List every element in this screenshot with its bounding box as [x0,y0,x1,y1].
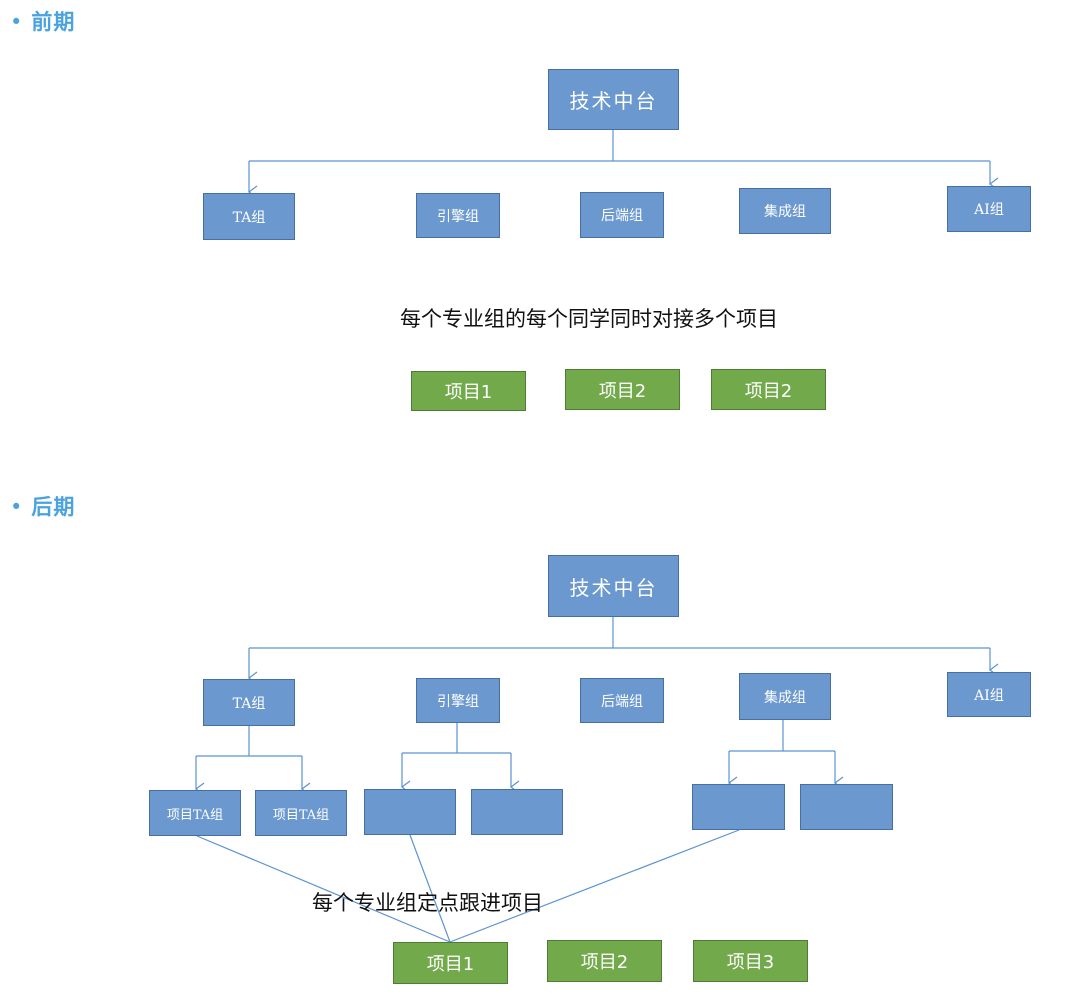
converge-line-engine [409,834,451,943]
late-project-1: 项目1 [393,942,508,984]
early-section-heading: • 前期 [10,6,75,36]
converge-line-ta [196,835,451,943]
late-subgroup-integration-1 [692,784,785,830]
late-subgroup-engine-2 [471,789,563,835]
early-group-backend: 后端组 [580,192,664,238]
late-group-integration: 集成组 [739,673,831,720]
early-project-3: 项目2 [711,369,826,410]
early-root-node: 技术中台 [548,69,679,130]
late-group-ta: TA组 [203,679,295,726]
late-group-backend: 后端组 [580,678,664,723]
early-group-integration: 集成组 [739,188,831,234]
late-root-node: 技术中台 [548,555,679,617]
late-subgroup-engine-1 [364,789,456,835]
late-project-3: 项目3 [693,940,808,982]
late-group-engine: 引擎组 [416,678,500,723]
converge-line-integration [449,829,740,943]
late-subgroup-ta-1: 项目TA组 [149,790,241,836]
early-heading-text: 前期 [31,10,76,34]
late-project-2: 项目2 [547,940,662,982]
early-note: 每个专业组的每个同学同时对接多个项目 [400,307,778,331]
late-subgroup-integration-2 [800,784,893,830]
bullet-dot-icon: • [10,495,24,519]
early-project-2: 项目2 [565,369,680,410]
late-subgroup-ta-2: 项目TA组 [255,790,347,836]
late-group-ai: AI组 [947,672,1031,717]
early-group-engine: 引擎组 [416,193,500,238]
late-note: 每个专业组定点跟进项目 [312,891,543,915]
late-heading-text: 后期 [31,495,76,519]
early-group-ta: TA组 [203,193,295,240]
early-project-1: 项目1 [411,371,526,411]
early-group-ai: AI组 [947,186,1031,232]
bullet-dot-icon: • [10,10,24,34]
late-section-heading: • 后期 [10,491,75,521]
